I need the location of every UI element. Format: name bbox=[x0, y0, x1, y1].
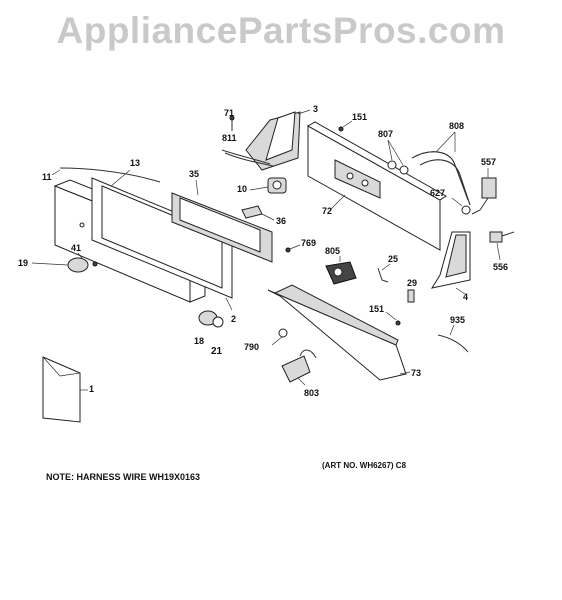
callout-41: 41 bbox=[71, 243, 81, 253]
callout-1: 1 bbox=[89, 384, 94, 394]
callout-808: 808 bbox=[449, 121, 464, 131]
callout-73: 73 bbox=[411, 368, 421, 378]
callout-21: 21 bbox=[211, 346, 223, 357]
callout-769: 769 bbox=[301, 238, 316, 248]
callout-151-bottom: 151 bbox=[369, 304, 384, 314]
part-73-support bbox=[267, 284, 411, 381]
callout-805: 805 bbox=[325, 246, 340, 256]
part-627-clamp bbox=[451, 197, 471, 215]
part-72-backsplash bbox=[306, 121, 447, 251]
part-935-wire bbox=[437, 324, 469, 353]
part-3-bracket bbox=[245, 109, 311, 171]
callout-807: 807 bbox=[378, 129, 393, 139]
callout-71: 71 bbox=[224, 108, 234, 118]
part-19-knob bbox=[31, 252, 98, 273]
callout-556: 556 bbox=[493, 262, 508, 272]
part-557-inlet-valve bbox=[471, 168, 497, 215]
watermark: AppliancePartsPros.com bbox=[56, 10, 506, 51]
callout-557: 557 bbox=[481, 157, 496, 167]
callout-3: 3 bbox=[313, 104, 318, 114]
callout-29: 29 bbox=[407, 278, 417, 288]
part-29-switch bbox=[407, 289, 415, 303]
part-18-knob bbox=[198, 310, 224, 328]
callout-151-top: 151 bbox=[352, 112, 367, 122]
callout-627: 627 bbox=[430, 188, 445, 198]
callout-790: 790 bbox=[244, 342, 259, 352]
part-25-wire bbox=[377, 263, 391, 283]
part-35-control-board bbox=[171, 179, 273, 263]
callout-72: 72 bbox=[322, 206, 332, 216]
callout-803: 803 bbox=[304, 388, 319, 398]
callout-10: 10 bbox=[237, 184, 247, 194]
art-number: (ART NO. WH6267) C8 bbox=[322, 461, 407, 470]
callout-11: 11 bbox=[42, 172, 52, 182]
part-10-pressure-switch bbox=[249, 177, 287, 194]
part-808-hoses bbox=[411, 131, 471, 206]
part-807-washers bbox=[387, 139, 409, 175]
callout-2: 2 bbox=[231, 314, 236, 324]
part-151-screw-top bbox=[338, 120, 353, 132]
callout-18: 18 bbox=[194, 336, 204, 346]
callout-35: 35 bbox=[189, 169, 199, 179]
callout-labels: 1 2 3 4 10 11 13 18 19 21 25 29 35 36 41… bbox=[18, 104, 508, 398]
part-811-wire bbox=[221, 149, 274, 167]
callout-25: 25 bbox=[388, 254, 398, 264]
callout-811: 811 bbox=[222, 133, 237, 143]
part-151-screw-bottom bbox=[385, 311, 401, 326]
part-803-lock bbox=[281, 349, 317, 386]
part-4-bracket bbox=[430, 231, 471, 295]
callout-36: 36 bbox=[276, 216, 286, 226]
part-71-screw bbox=[229, 115, 235, 131]
part-805-motor bbox=[325, 256, 357, 285]
part-769-screw bbox=[285, 244, 301, 253]
callout-19: 19 bbox=[18, 258, 28, 268]
part-1-manual bbox=[42, 356, 88, 423]
part-11-harness bbox=[51, 167, 161, 183]
callout-4: 4 bbox=[463, 292, 468, 302]
part-556-connector bbox=[489, 231, 515, 261]
part-790-clip bbox=[271, 328, 288, 346]
part-36-clip bbox=[241, 205, 275, 221]
callout-13: 13 bbox=[130, 158, 140, 168]
harness-note: NOTE: HARNESS WIRE WH19X0163 bbox=[46, 472, 201, 482]
callout-935: 935 bbox=[450, 315, 465, 325]
